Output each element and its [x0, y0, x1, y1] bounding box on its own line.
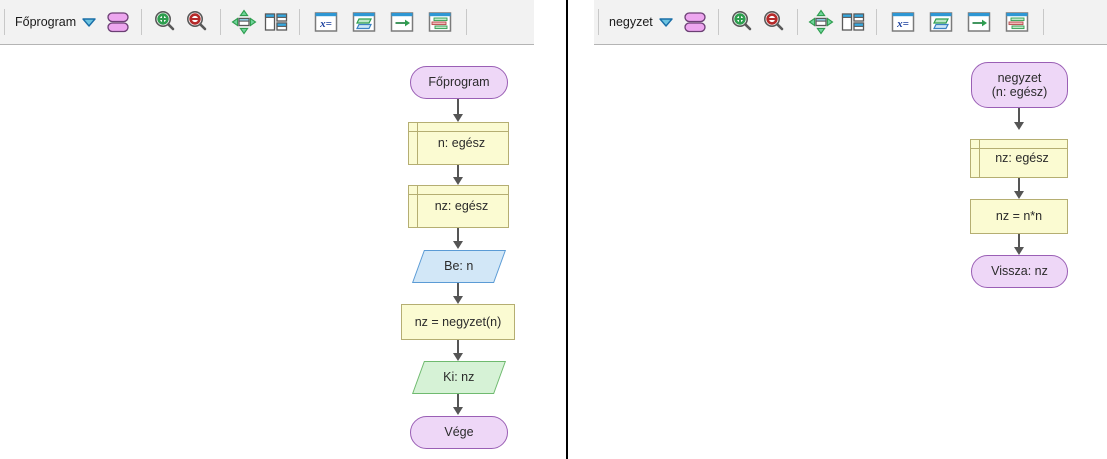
zoom-out-icon[interactable]	[758, 6, 790, 38]
declaration-left-strip	[409, 123, 418, 164]
blocks-icon[interactable]	[998, 6, 1036, 38]
subprograms-icon[interactable]	[102, 6, 134, 38]
svg-text:x=: x=	[896, 18, 909, 30]
flow-node-label: nz: egész	[434, 199, 489, 214]
module-name-label: Főprogram	[15, 15, 77, 29]
chevron-down-icon[interactable]	[653, 6, 679, 38]
flow-node-subprogram-header[interactable]: negyzet (n: egész)	[971, 62, 1068, 108]
zoom-in-icon[interactable]	[149, 6, 181, 38]
flow-node-label: Be: n	[444, 259, 474, 274]
arrowhead-icon	[453, 114, 463, 122]
split-layout-icon[interactable]	[260, 6, 292, 38]
flow-arrow-icon[interactable]	[383, 6, 421, 38]
toolbar-separator	[717, 9, 719, 35]
flow-node-assignment[interactable]: nz = n*n	[970, 199, 1068, 234]
arrowhead-icon	[1014, 247, 1024, 255]
connector	[457, 283, 459, 302]
declaration-top-strip	[409, 186, 508, 195]
variable-icon[interactable]: x=	[884, 6, 922, 38]
flow-node-return[interactable]: Vissza: nz	[971, 255, 1068, 288]
toolbar-separator	[141, 9, 143, 35]
toolbar-separator	[598, 9, 599, 35]
toolbar-separator	[4, 9, 5, 35]
module-name-label: negyzet	[609, 15, 653, 29]
connector	[1018, 178, 1020, 197]
connector	[457, 340, 459, 359]
flow-node-label: nz: egész	[995, 151, 1049, 166]
panel-main-program: Főprogram	[0, 0, 566, 459]
flow-node-label: Ki: nz	[443, 370, 475, 385]
arrowhead-icon	[453, 296, 463, 304]
input-output-icon[interactable]	[922, 6, 960, 38]
toolbar-separator	[466, 9, 468, 35]
declaration-left-strip	[971, 140, 980, 177]
fit-to-view-icon[interactable]	[805, 6, 837, 38]
flow-node-declaration-nz[interactable]: nz: egész	[970, 139, 1068, 178]
flow-node-start[interactable]: Főprogram	[410, 66, 508, 99]
input-output-icon[interactable]	[345, 6, 383, 38]
connector	[457, 228, 459, 247]
flow-node-declaration-nz[interactable]: nz: egész	[408, 185, 509, 228]
variable-icon[interactable]: x=	[307, 6, 345, 38]
toolbar-separator	[1042, 9, 1044, 35]
toolbar-separator	[220, 9, 222, 35]
flow-node-output[interactable]: Ki: nz	[411, 361, 507, 394]
arrowhead-icon	[1014, 191, 1024, 199]
toolbar-main-program: Főprogram	[0, 0, 534, 45]
connector	[457, 165, 459, 183]
arrowhead-icon	[453, 241, 463, 249]
flow-arrow-icon[interactable]	[960, 6, 998, 38]
declaration-top-strip	[971, 140, 1067, 149]
connector	[457, 394, 459, 413]
blocks-icon[interactable]	[421, 6, 459, 38]
flow-node-declaration-n[interactable]: n: egész	[408, 122, 509, 165]
arrowhead-icon	[453, 353, 463, 361]
panel-subprogram: negyzet	[568, 0, 1107, 459]
connector	[1018, 234, 1020, 253]
flow-node-end[interactable]: Vége	[410, 416, 508, 449]
subprograms-icon[interactable]	[679, 6, 711, 38]
zoom-out-icon[interactable]	[181, 6, 213, 38]
arrowhead-icon	[1014, 122, 1024, 130]
declaration-top-strip	[409, 123, 508, 132]
panel-divider[interactable]	[566, 0, 568, 459]
toolbar-separator	[299, 9, 301, 35]
arrowhead-icon	[453, 407, 463, 415]
zoom-in-icon[interactable]	[726, 6, 758, 38]
flow-node-label: n: egész	[437, 136, 486, 151]
canvas-main-program[interactable]: Főprogram n: egész nz: egész Be: n	[0, 46, 566, 459]
toolbar-separator	[875, 9, 877, 35]
flow-node-call-negyzet[interactable]: nz = negyzet(n)	[401, 304, 515, 340]
toolbar-subprogram: negyzet	[594, 0, 1107, 45]
connector	[457, 99, 459, 120]
toolbar-separator	[796, 9, 798, 35]
chevron-down-icon[interactable]	[76, 6, 102, 38]
declaration-left-strip	[409, 186, 418, 227]
connector	[1018, 108, 1020, 128]
fit-to-view-icon[interactable]	[228, 6, 260, 38]
flow-node-input[interactable]: Be: n	[411, 250, 507, 283]
arrowhead-icon	[453, 177, 463, 185]
split-layout-icon[interactable]	[837, 6, 869, 38]
svg-text:x=: x=	[319, 18, 332, 30]
canvas-subprogram[interactable]: negyzet (n: egész) nz: egész nz = n*n Vi…	[568, 46, 1107, 459]
